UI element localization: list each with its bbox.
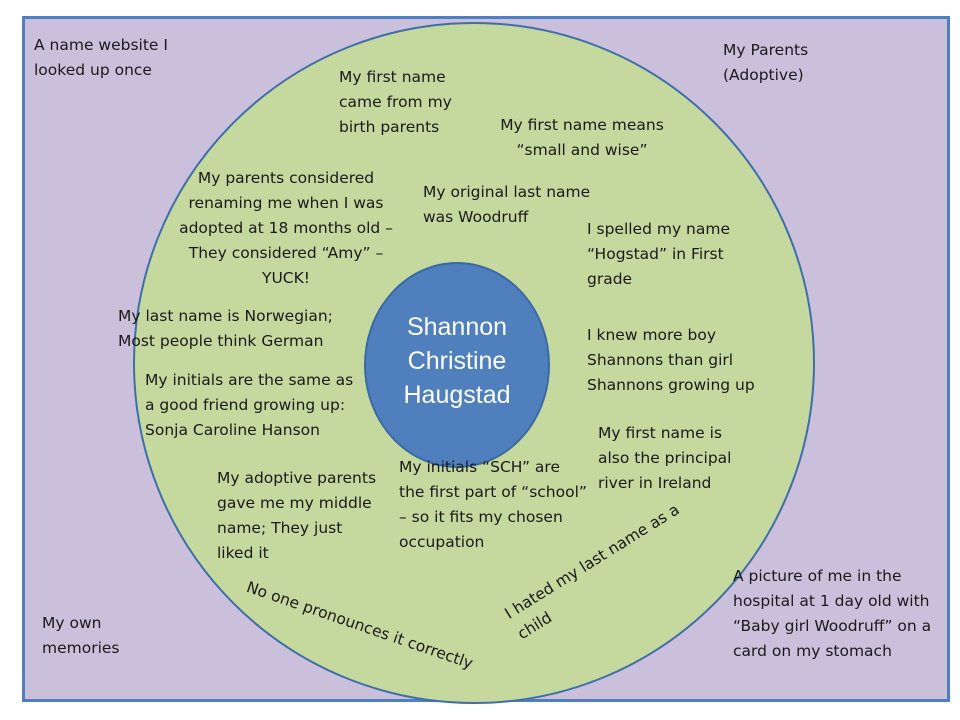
fact-spelled-hogstad: I spelled my name “Hogstad” in First gra… [587, 220, 731, 288]
fact-norwegian-last-name: My last name is Norwegian; Most people t… [118, 307, 333, 350]
fact-initials-sch-school: My initials “SCH” are the first part of … [399, 458, 587, 551]
fact-first-name-meaning: My first name means “small and wise” [500, 116, 664, 159]
fact-more-boy-shannons: I knew more boy Shannons than girl Shann… [587, 326, 755, 394]
outer-label-bottom-left: My own memories [42, 614, 120, 657]
fact-middle-name-from-parents: My adoptive parents gave me my middle na… [217, 469, 377, 562]
fact-parents-considered-renaming: My parents considered renaming me when I… [179, 169, 393, 287]
outer-label-top-left: A name website I looked up once [34, 36, 168, 79]
outer-label-top-right: My Parents (Adoptive) [723, 41, 809, 84]
fact-first-name-birth-parents: My first name came from my birth parents [339, 68, 452, 136]
fact-principal-river: My first name is also the principal rive… [598, 424, 732, 492]
fact-original-last-name: My original last name was Woodruff [423, 183, 591, 226]
outer-label-bottom-right: A picture of me in the hospital at 1 day… [733, 567, 932, 660]
fact-initials-same-as-friend: My initials are the same as a good frien… [145, 371, 354, 439]
inner-circle [364, 262, 550, 468]
center-name-label: Shannon Christine Haugstad [403, 313, 511, 409]
